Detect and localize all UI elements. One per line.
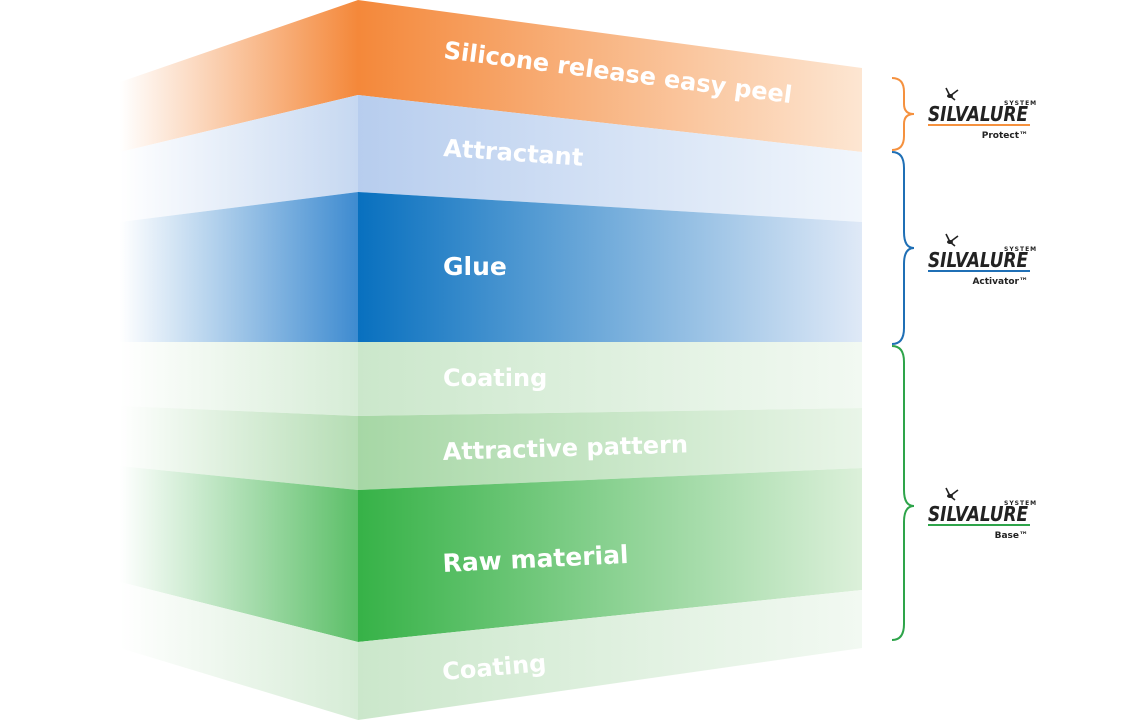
brand-system: SYSTEM: [1004, 500, 1037, 507]
layer-coating-top: Coating: [120, 342, 862, 416]
layer-front-face: [358, 468, 862, 642]
layer-coating-bottom: Coating: [120, 582, 862, 720]
brand-name: SILVALURE: [928, 102, 1028, 126]
insect-icon: [945, 487, 959, 501]
layer-left-face: [120, 466, 358, 642]
layer-attractive-pattern: Attractive pattern: [120, 406, 862, 490]
layer-attractant: Attractant: [120, 95, 862, 222]
layer-front-face: [358, 192, 862, 342]
brand-name: SILVALURE: [928, 502, 1028, 526]
brand-logo-protect: SYSTEM SILVALURE Protect™: [928, 87, 1037, 141]
layer-left-face: [120, 406, 358, 490]
brand-system: SYSTEM: [1004, 100, 1037, 107]
brand-system: SYSTEM: [1004, 246, 1037, 253]
layer-raw-material: Raw material: [120, 466, 862, 642]
layer-label: Coating: [443, 364, 547, 392]
layer-front-face: [358, 0, 862, 152]
insect-icon: [945, 233, 959, 247]
layer-left-face: [120, 342, 358, 416]
layer-glue: Glue: [120, 192, 862, 342]
brand-logo-base: SYSTEM SILVALURE Base™: [928, 487, 1037, 541]
layer-label: Glue: [443, 252, 507, 281]
layer-front-face: [358, 342, 862, 416]
layer-front-face: [358, 590, 862, 720]
brace-activator: [891, 151, 915, 345]
layer-front-face: [358, 95, 862, 222]
brand-logo-activator: SYSTEM SILVALURE Activator™: [928, 233, 1037, 287]
insect-icon: [945, 87, 959, 101]
brand-subtitle: Protect™: [982, 131, 1028, 141]
brace-base: [891, 345, 915, 641]
layer-left-face: [120, 95, 358, 222]
brace-protect: [891, 77, 915, 151]
layer-front-face: [358, 408, 862, 490]
brand-name: SILVALURE: [928, 248, 1028, 272]
layer-left-face: [120, 582, 358, 720]
layer-left-face: [120, 192, 358, 342]
layer-left-face: [120, 0, 358, 152]
brand-subtitle: Activator™: [972, 277, 1028, 287]
brand-subtitle: Base™: [995, 531, 1028, 541]
